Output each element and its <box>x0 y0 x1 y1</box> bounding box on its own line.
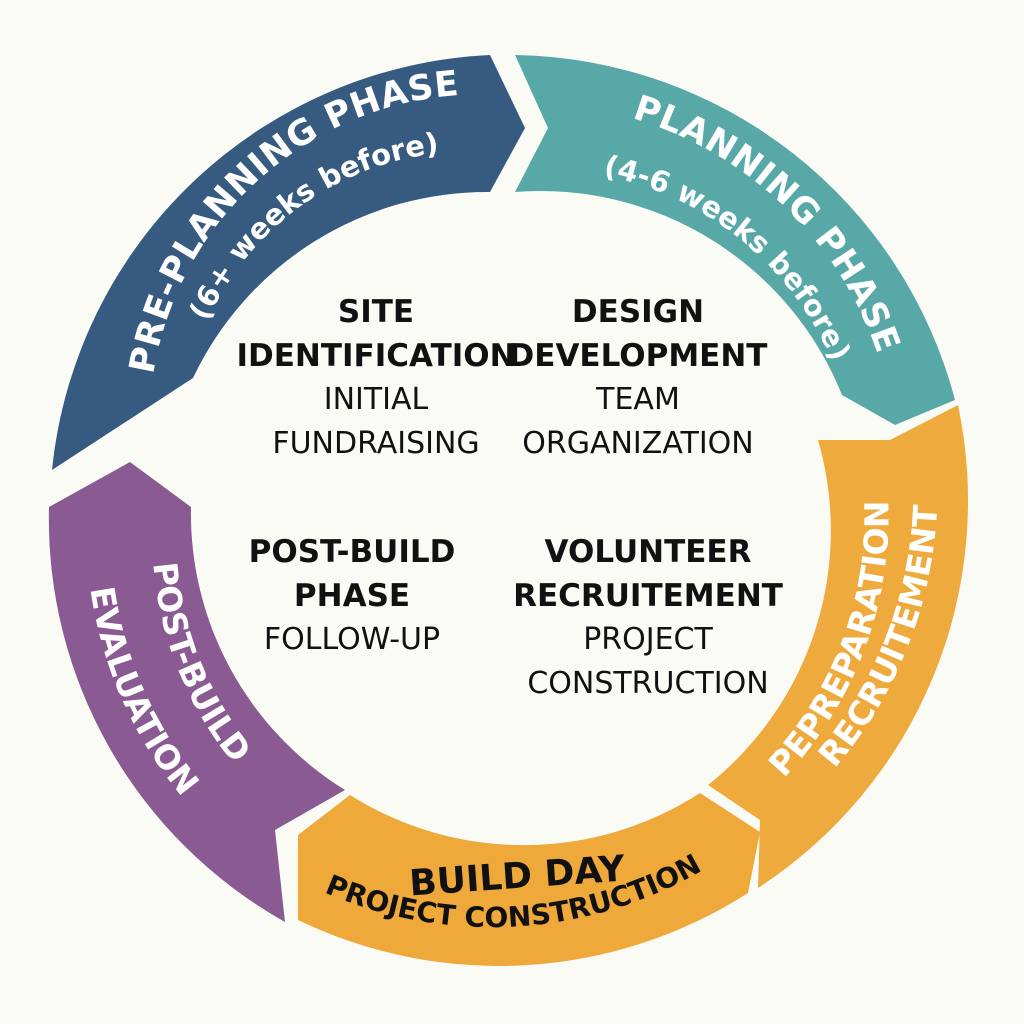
post-build-segment <box>48 462 346 922</box>
postbuild-sub-line-1: FOLLOW-UP <box>263 622 441 657</box>
center-bottom-left: POST-BUILD PHASE FOLLOW-UP <box>202 530 502 662</box>
postbuild-heading-line-2: PHASE <box>293 578 411 614</box>
site-heading-line-1: SITE <box>337 294 415 330</box>
postbuild-heading-line-1: POST-BUILD <box>248 534 456 570</box>
volunteer-sub-line-2: CONSTRUCTION <box>527 666 769 701</box>
center-top-right: DESIGN DEVELOPMENT TEAM ORGANIZATION <box>488 290 788 466</box>
build-day-segment <box>298 793 760 966</box>
preparation-segment <box>708 405 969 888</box>
pre-planning-segment <box>52 55 525 470</box>
volunteer-heading-line-1: VOLUNTEER <box>544 534 752 570</box>
design-sub-line-1: TEAM <box>596 382 680 417</box>
site-sub-line-2: FUNDRAISING <box>272 426 480 461</box>
design-heading-line-1: DESIGN <box>571 294 705 330</box>
volunteer-sub-line-1: PROJECT <box>583 622 713 657</box>
planning-segment <box>515 55 955 425</box>
site-sub-line-1: INITIAL <box>323 382 429 417</box>
center-top-left: SITE IDENTIFICATION INITIAL FUNDRAISING <box>226 290 526 466</box>
volunteer-heading-line-2: RECRUITEMENT <box>513 578 783 614</box>
design-sub-line-2: ORGANIZATION <box>522 426 754 461</box>
center-bottom-right: VOLUNTEER RECRUITEMENT PROJECT CONSTRUCT… <box>498 530 798 706</box>
design-heading-line-2: DEVELOPMENT <box>508 338 768 374</box>
site-heading-line-2: IDENTIFICATION <box>236 338 516 374</box>
